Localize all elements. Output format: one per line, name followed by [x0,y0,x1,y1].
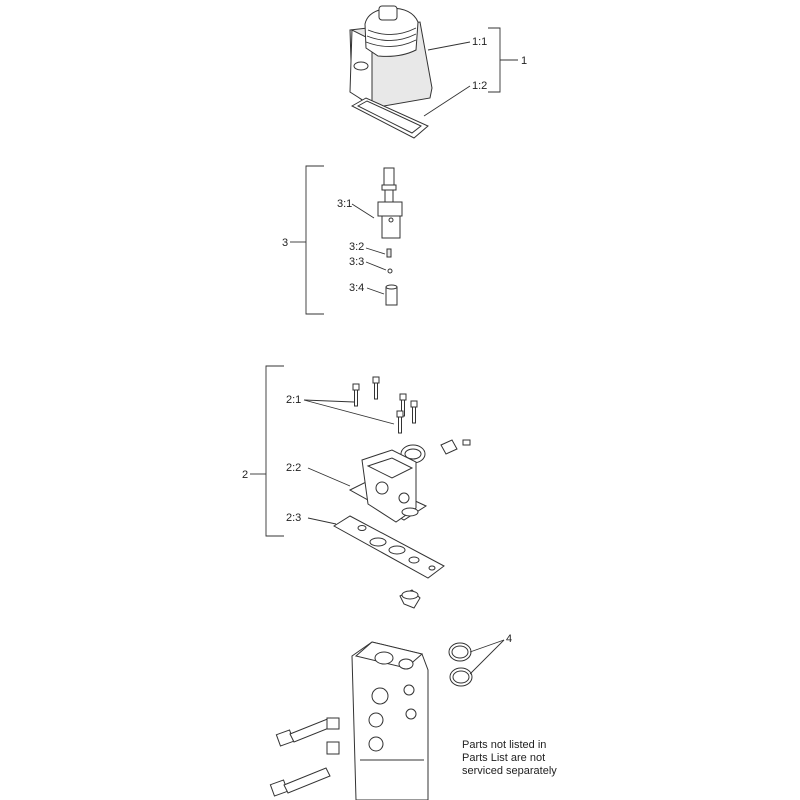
callout-2-2: 2:2 [286,462,301,474]
o-ring-part[interactable] [448,642,473,687]
callout-2-1: 2:1 [286,394,301,406]
callout-1-1: 1:1 [472,36,487,48]
leader-lines [250,27,518,675]
screw-part[interactable] [352,376,418,434]
bolt-part[interactable] [269,717,340,797]
callout-3-1: 3:1 [337,198,352,210]
callout-1-2: 1:2 [472,80,487,92]
service-note-line-1: Parts not listed in [462,739,547,751]
shaft-part[interactable] [377,167,403,239]
service-note-line-3: serviced separately [462,765,557,777]
ball-part[interactable] [387,268,393,274]
service-note-line-2: Parts List are not [462,752,546,764]
callout-2-3: 2:3 [286,512,301,524]
callout-4: 4 [506,633,512,645]
housing-part[interactable] [348,449,428,523]
callout-2: 2 [242,469,248,481]
gasket-plate-part[interactable] [333,515,445,579]
pin-part[interactable] [386,248,392,258]
boot-gasket-part[interactable] [350,97,429,139]
valve-body-part[interactable] [351,641,429,800]
callout-1: 1 [521,55,527,67]
callout-3-4: 3:4 [349,282,364,294]
service-note: Parts not listed in Parts List are not s… [462,739,582,778]
callout-3: 3 [282,237,288,249]
sleeve-part[interactable] [385,284,398,306]
callout-3-3: 3:3 [349,256,364,268]
boot-part[interactable] [349,5,433,109]
cap-part[interactable] [399,589,421,609]
callout-3-2: 3:2 [349,241,364,253]
